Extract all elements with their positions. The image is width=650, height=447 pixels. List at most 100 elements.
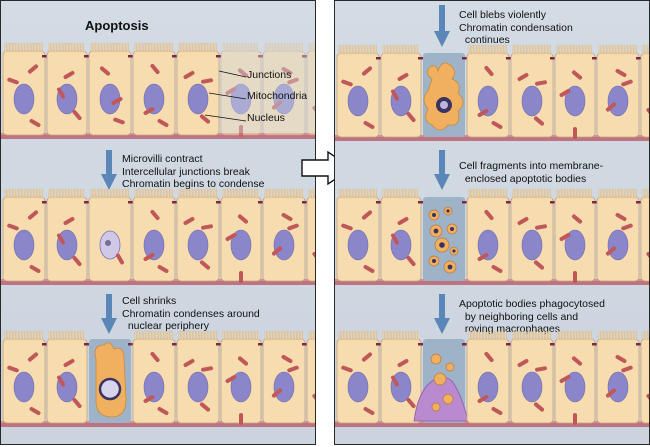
microvillus [374,188,377,199]
epithelial-cell [554,44,597,139]
microvillus [406,188,409,199]
microvillus [645,330,648,341]
mitochondrion [605,246,617,256]
nucleus [521,229,543,261]
microvillus [51,330,54,341]
mitochondrion [157,265,169,273]
microvillus [170,330,173,341]
microvillus [297,330,300,341]
mitochondrion [363,121,375,129]
microvillus [562,188,565,199]
mitochondrion [239,271,243,283]
down-arrow-icon [101,294,117,334]
microvillus [16,42,19,53]
microvillus [184,330,187,341]
microvillus [231,188,234,199]
microvillus [406,330,409,341]
microvillus [108,188,111,199]
microvillus [279,188,282,199]
left-panel: Apoptosis Junctions Mitochondria Nucleus… [0,0,316,445]
figure-title: Apoptosis [85,18,149,33]
microvillus [270,188,273,199]
microvillus [181,330,184,341]
nucleus [273,83,295,115]
microvillus [178,330,181,341]
microvillus [196,330,199,341]
microvillus [512,188,515,199]
microvillus [264,330,267,341]
microvillus [480,44,483,55]
microvillus [628,44,631,55]
mitochondrion [63,359,75,367]
microvillus [211,188,214,199]
microvillus [362,188,365,199]
mitochondrion [571,356,583,366]
microvillus [99,42,102,53]
mitochondrion [72,397,82,409]
mitochondrion [559,233,571,241]
microvillus [255,188,258,199]
mitochondrion [7,223,19,231]
microvillus [365,188,368,199]
microvillus [137,42,140,53]
junction [84,343,89,346]
microvillus [288,42,291,53]
microvillus [397,330,400,341]
microvillus [93,188,96,199]
microvillus [403,330,406,341]
microvillus [273,42,276,53]
mitochondrion [621,365,633,373]
nucleus [477,371,499,403]
microvillus [279,42,282,53]
microvillus [501,188,504,199]
microvillus [533,44,536,55]
microvillus [111,188,114,199]
microvillus [60,188,63,199]
microvillus [556,330,559,341]
microvillus [222,330,225,341]
microvillus [341,188,344,199]
microvillus [498,44,501,55]
epithelial-cell [336,188,381,282]
microvillus [382,44,385,55]
microvillus [246,188,249,199]
microvillus [589,188,592,199]
microvillus [412,330,415,341]
cell-body [306,196,315,282]
mitochondrion [63,71,75,79]
microvillus [181,42,184,53]
microvillus [111,42,114,53]
nucleus [13,371,35,403]
microvillus [48,42,51,53]
junction [462,343,467,346]
microvillus [294,42,297,53]
microvillus [108,42,111,53]
mitochondrion [535,366,547,372]
microvillus [152,330,155,341]
microvillus [580,188,583,199]
microvillus [105,42,108,53]
mitochondrion [391,233,399,245]
microvillus [610,188,613,199]
microvillus [81,188,84,199]
microvillus [57,42,60,53]
nucleus [521,371,543,403]
microvillus [604,188,607,199]
microvillus [545,188,548,199]
microvillus [146,330,149,341]
microvillus [117,188,120,199]
microvillus [601,330,604,341]
apoptotic-body-chromatin [439,242,445,248]
microvillus [237,330,240,341]
microvillus [63,188,66,199]
junction [302,201,307,204]
microvillus [184,188,187,199]
microvillus [190,330,193,341]
microvillus [356,330,359,341]
microvillus [249,42,252,53]
microvillus [63,42,66,53]
mitochondrion [281,67,293,76]
mitochondrion [491,407,503,415]
mitochondrion [621,79,633,87]
microvillus [311,42,314,53]
